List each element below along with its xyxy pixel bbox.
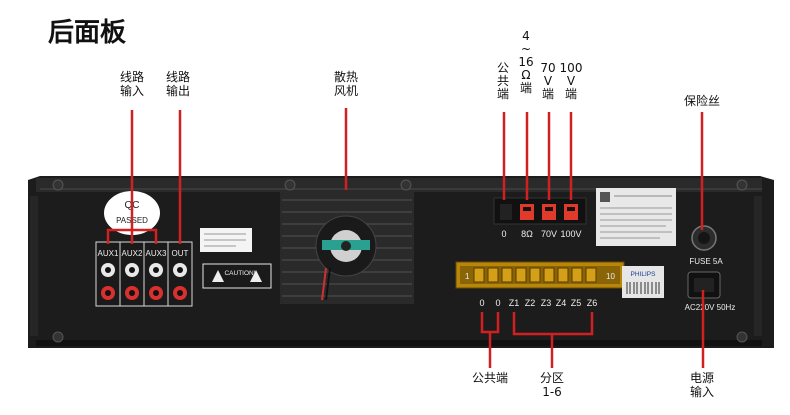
spec-sticker <box>596 188 676 246</box>
brand-sticker: PHILIPS <box>622 266 664 298</box>
zone-label-z5: Z5 <box>571 298 582 308</box>
caution-label: CAUTION! <box>203 264 271 288</box>
aux-io-block: AUX1 AUX2 AUX3 OUT <box>96 242 192 306</box>
zone-label-0b: 0 <box>495 298 500 308</box>
term-label-100v: 100V <box>560 229 581 239</box>
zone-label-z3: Z3 <box>541 298 552 308</box>
fan-grille <box>280 192 414 304</box>
ac-rating: AC220V 50Hz <box>685 303 736 312</box>
brand-text: PHILIPS <box>631 271 657 278</box>
zone-label-z4: Z4 <box>556 298 567 308</box>
out-label: OUT <box>172 249 189 258</box>
aux3-label: AUX3 <box>146 249 167 258</box>
term-label-8ohm: 8Ω <box>521 229 533 239</box>
zone-label-z1: Z1 <box>509 298 520 308</box>
zone-label-z2: Z2 <box>525 298 536 308</box>
serial-sticker <box>200 228 252 252</box>
zone-label-z6: Z6 <box>587 298 598 308</box>
aux2-label: AUX2 <box>122 249 143 258</box>
caution-text: CAUTION! <box>224 270 255 277</box>
strip-start-label: 1 <box>465 272 470 281</box>
fuse-rating: FUSE 5A <box>689 257 723 266</box>
zone-label-0a: 0 <box>479 298 484 308</box>
aux1-label: AUX1 <box>98 249 119 258</box>
strip-end-label: 10 <box>606 272 615 281</box>
term-label-70v: 70V <box>541 229 557 239</box>
term-label-0: 0 <box>501 229 506 239</box>
